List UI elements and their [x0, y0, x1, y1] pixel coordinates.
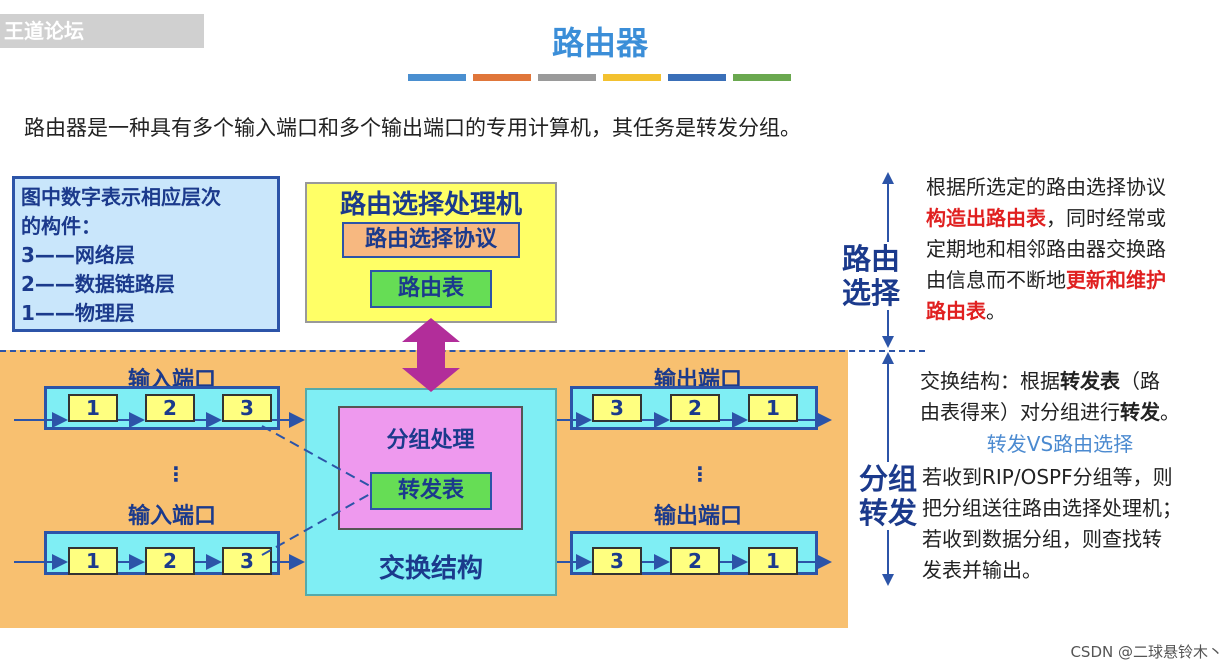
legend-line: 1——物理层 — [21, 301, 135, 325]
desc-line: 若收到RIP/OSPF分组等，则 — [922, 465, 1173, 489]
color-stripe — [538, 74, 596, 81]
desc-line: 路由表。 — [926, 296, 1226, 327]
network-layer-cell: 3 — [222, 394, 272, 422]
forwarding-description-top: 交换结构：根据转发表（路 由表得来）对分组进行转发。 — [920, 366, 1225, 428]
color-stripe — [408, 74, 466, 81]
legend-line: 的构件： — [21, 214, 101, 238]
desc-highlight: 构造出路由表 — [926, 206, 1046, 230]
desc-text: 。 — [1160, 400, 1180, 424]
desc-text: 由表得来）对分组进行 — [920, 400, 1120, 424]
routing-label-line: 选择 — [841, 276, 900, 310]
desc-line: 把分组送往路由选择处理机； — [922, 496, 1182, 520]
desc-bold: 转发 — [1120, 400, 1160, 424]
routing-label: 路由 选择 — [836, 242, 906, 310]
datalink-layer-cell: 2 — [670, 547, 720, 575]
legend-line: 2——数据链路层 — [21, 272, 175, 296]
desc-line: 由信息而不断地更新和维护 — [926, 265, 1226, 296]
desc-line: 若收到数据分组，则查找转 — [922, 527, 1162, 551]
physical-layer-cell: 1 — [748, 394, 798, 422]
desc-line: 定期地和相邻路由器交换路 — [926, 234, 1226, 265]
ellipsis-vertical: ⋮ — [690, 462, 710, 486]
csdn-credit: CSDN @二球悬铃木丶 — [1070, 643, 1223, 661]
plane-divider — [0, 350, 925, 352]
physical-layer-cell: 1 — [748, 547, 798, 575]
legend-line: 图中数字表示相应层次 — [21, 185, 221, 209]
forwarding-label-line: 转发 — [858, 496, 917, 530]
datalink-layer-cell: 2 — [670, 394, 720, 422]
forwarding-label-line: 分组 — [858, 462, 917, 496]
color-stripe — [603, 74, 661, 81]
desc-text: 。 — [986, 299, 1006, 323]
desc-text: 根据所选定的路由选择协议 — [926, 175, 1166, 199]
legend-line: 3——网络层 — [21, 243, 135, 267]
desc-line: 交换结构：根据转发表（路 — [920, 366, 1225, 397]
desc-bold: 转发表 — [1060, 369, 1120, 393]
desc-text: 交换结构：根据 — [920, 369, 1060, 393]
intro-text: 路由器是一种具有多个输入端口和多个输出端口的专用计算机，其任务是转发分组。 — [24, 116, 801, 140]
network-layer-cell: 3 — [592, 394, 642, 422]
routing-protocol-box: 路由选择协议 — [342, 222, 520, 258]
forwarding-table-box: 转发表 — [370, 472, 492, 510]
forwarding-description-bottom: 若收到RIP/OSPF分组等，则 把分组送往路由选择处理机； 若收到数据分组，则… — [922, 462, 1227, 586]
routing-table-box: 路由表 — [370, 270, 492, 308]
color-stripe — [733, 74, 791, 81]
datalink-layer-cell: 2 — [145, 547, 195, 575]
desc-text: 定期地和相邻路由器交换路 — [926, 237, 1166, 261]
packet-processing-label: 分组处理 — [386, 428, 475, 453]
switch-fabric-label: 交换结构 — [378, 554, 483, 584]
watermark: 王道论坛 — [0, 14, 204, 48]
input-port-label: 输入端口 — [127, 504, 216, 529]
desc-line: 构造出路由表，同时经常或 — [926, 203, 1226, 234]
desc-text: 由信息而不断地 — [926, 268, 1066, 292]
ellipsis-vertical: ⋮ — [166, 462, 186, 486]
desc-line: 根据所选定的路由选择协议 — [926, 172, 1226, 203]
physical-layer-cell: 1 — [68, 547, 118, 575]
routing-label-line: 路由 — [841, 242, 900, 276]
layer-legend: 图中数字表示相应层次 的构件： 3——网络层 2——数据链路层 1——物理层 — [12, 176, 280, 332]
desc-text: ，同时经常或 — [1046, 206, 1166, 230]
forwarding-vs-routing-subtitle: 转发VS路由选择 — [986, 432, 1134, 456]
datalink-layer-cell: 2 — [145, 394, 195, 422]
desc-line: 发表并输出。 — [922, 558, 1042, 582]
output-port-label: 输出端口 — [653, 504, 742, 529]
desc-highlight: 路由表 — [926, 299, 986, 323]
desc-line: 由表得来）对分组进行转发。 — [920, 397, 1225, 428]
desc-highlight: 更新和维护 — [1066, 268, 1166, 292]
color-stripe — [473, 74, 531, 81]
physical-layer-cell: 1 — [68, 394, 118, 422]
routing-description: 根据所选定的路由选择协议 构造出路由表，同时经常或 定期地和相邻路由器交换路 由… — [926, 172, 1226, 327]
network-layer-cell: 3 — [222, 547, 272, 575]
page-title: 路由器 — [551, 24, 648, 62]
network-layer-cell: 3 — [592, 547, 642, 575]
forwarding-label: 分组 转发 — [853, 462, 923, 530]
desc-text: （路 — [1120, 369, 1160, 393]
routing-processor-title: 路由选择处理机 — [339, 190, 522, 220]
color-stripe — [668, 74, 726, 81]
